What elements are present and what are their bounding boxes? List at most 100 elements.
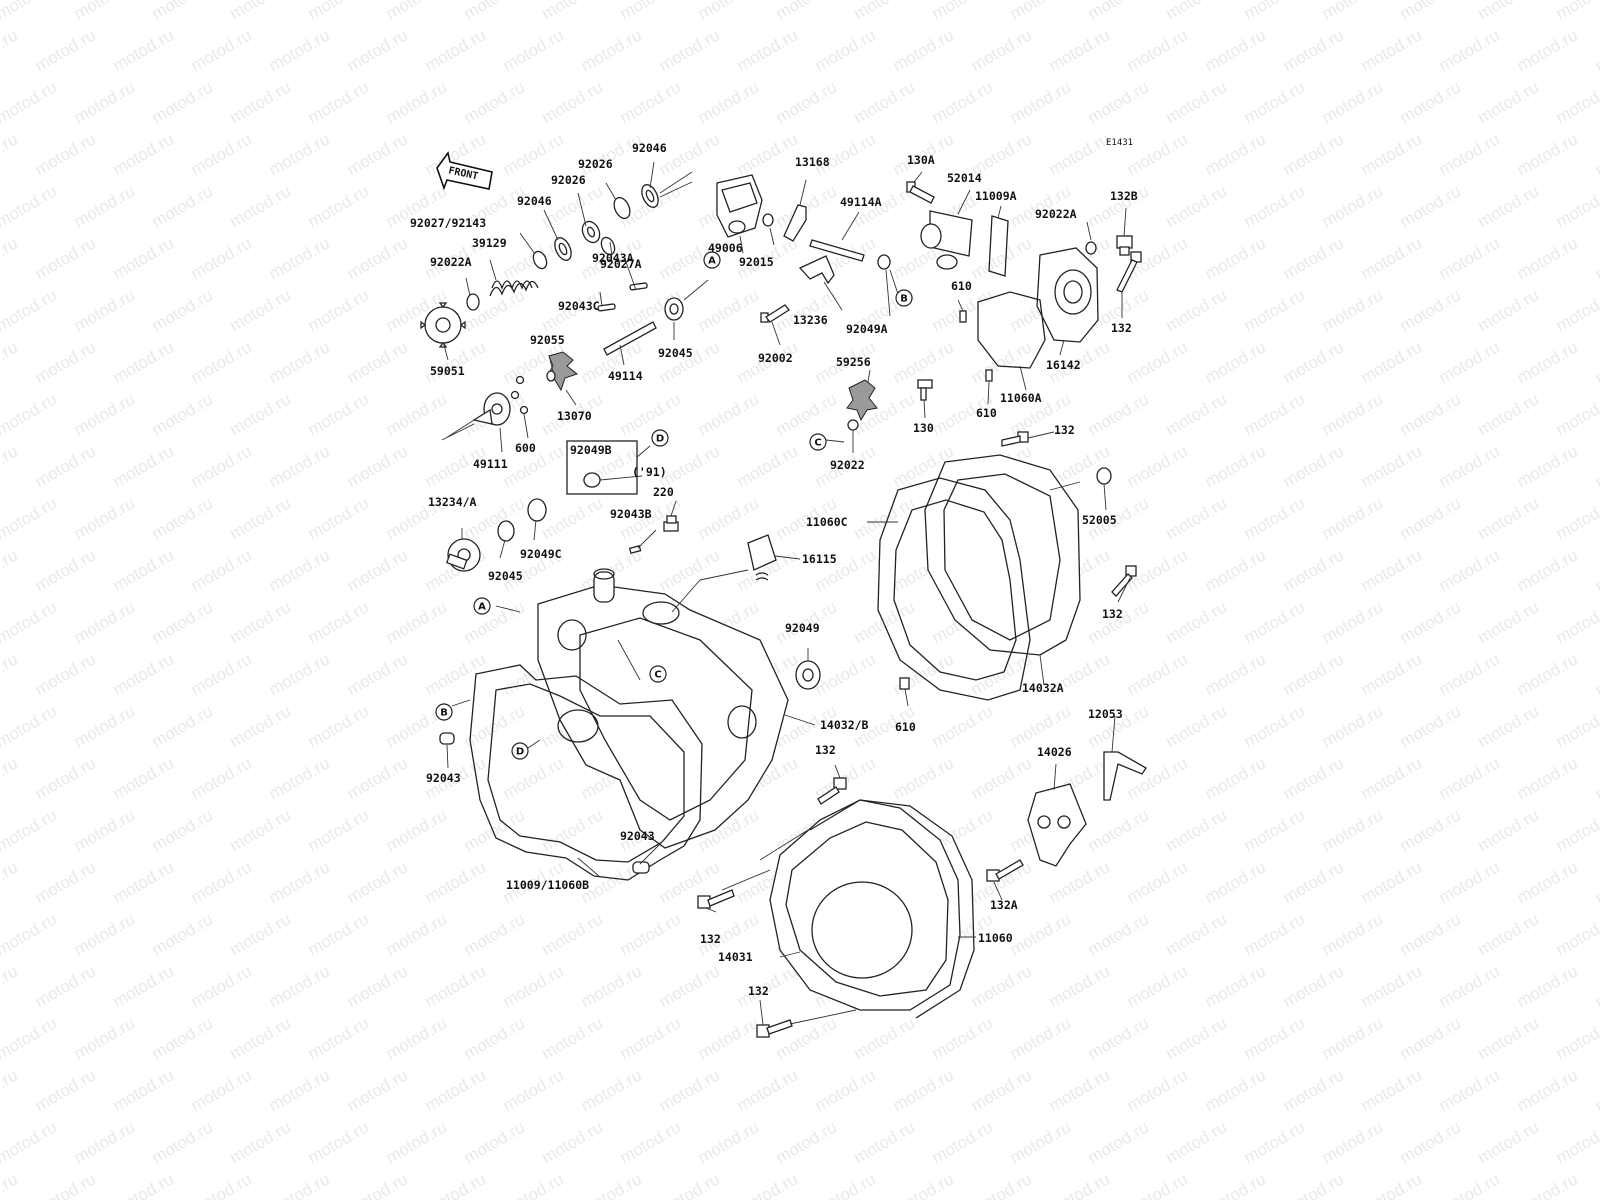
part-label: 92046: [632, 141, 667, 155]
part-label: 132: [748, 984, 769, 998]
watermark-text: motod.ru: [266, 1169, 334, 1200]
watermark-text: motod.ru: [305, 1013, 373, 1063]
watermark-text: motod.ru: [0, 441, 21, 491]
watermark-text: motod.ru: [110, 753, 178, 803]
part-label: 92049A: [846, 322, 888, 336]
part-label: 92027/92143: [410, 216, 486, 230]
watermark-text: motod.ru: [812, 649, 880, 699]
watermark-text: motod.ru: [305, 181, 373, 231]
watermark-text: motod.ru: [1592, 129, 1600, 179]
watermark-text: motod.ru: [1163, 701, 1231, 751]
watermark-text: motod.ru: [344, 545, 412, 595]
watermark-text: motod.ru: [1241, 597, 1309, 647]
watermark-text: motod.ru: [1085, 1117, 1153, 1167]
watermark-text: motod.ru: [890, 1065, 958, 1115]
watermark-text: motod.ru: [1202, 1065, 1270, 1115]
watermark-text: motod.ru: [539, 0, 607, 23]
watermark-text: motod.ru: [227, 805, 295, 855]
watermark-text: motod.ru: [71, 77, 139, 127]
watermark-text: motod.ru: [1007, 1117, 1075, 1167]
watermark-text: motod.ru: [1280, 1065, 1348, 1115]
watermark-text: motod.ru: [188, 545, 256, 595]
watermark-text: motod.ru: [1280, 25, 1348, 75]
watermark-text: motod.ru: [149, 493, 217, 543]
watermark-text: motod.ru: [734, 25, 802, 75]
watermark-text: motod.ru: [1202, 961, 1270, 1011]
watermark-text: motod.ru: [1124, 441, 1192, 491]
watermark-text: motod.ru: [1046, 129, 1114, 179]
part-label: 39129: [472, 236, 507, 250]
watermark-text: motod.ru: [422, 1169, 490, 1200]
watermark-text: motod.ru: [188, 857, 256, 907]
callout-letter: A: [708, 256, 716, 267]
watermark-text: motod.ru: [1319, 805, 1387, 855]
watermark-text: motod.ru: [1436, 649, 1504, 699]
watermark-text: motod.ru: [344, 961, 412, 1011]
watermark-text: motod.ru: [1475, 285, 1543, 335]
watermark-text: motod.ru: [1475, 1117, 1543, 1167]
watermark-text: motod.ru: [1202, 25, 1270, 75]
watermark-text: motod.ru: [1241, 181, 1309, 231]
callout-marker: B: [435, 703, 453, 721]
watermark-text: motod.ru: [188, 129, 256, 179]
watermark-text: motod.ru: [1280, 961, 1348, 1011]
watermark-text: motod.ru: [968, 233, 1036, 283]
watermark-text: motod.ru: [1085, 597, 1153, 647]
watermark-text: motod.ru: [266, 337, 334, 387]
watermark-text: motod.ru: [422, 25, 490, 75]
callout-letter: B: [440, 708, 448, 719]
watermark-text: motod.ru: [968, 961, 1036, 1011]
watermark-text: motod.ru: [1046, 1065, 1114, 1115]
watermark-text: motod.ru: [1436, 441, 1504, 491]
watermark-text: motod.ru: [71, 0, 139, 23]
watermark-text: motod.ru: [227, 1013, 295, 1063]
watermark-text: motod.ru: [1592, 337, 1600, 387]
part-label: 49114: [608, 369, 643, 383]
watermark-text: motod.ru: [149, 805, 217, 855]
watermark-text: motod.ru: [1202, 857, 1270, 907]
callout-marker: D: [511, 742, 529, 760]
watermark-text: motod.ru: [71, 1117, 139, 1167]
part-label: 92043A: [592, 251, 634, 265]
watermark-text: motod.ru: [1007, 77, 1075, 127]
part-label: 11060: [978, 931, 1013, 945]
watermark-text: motod.ru: [1280, 753, 1348, 803]
watermark-text: motod.ru: [695, 389, 763, 439]
watermark-text: motod.ru: [149, 181, 217, 231]
watermark-text: motod.ru: [1475, 77, 1543, 127]
watermark-text: motod.ru: [1475, 389, 1543, 439]
part-label: 132: [1054, 423, 1075, 437]
watermark-text: motod.ru: [32, 441, 100, 491]
watermark-text: motod.ru: [1475, 805, 1543, 855]
watermark-text: motod.ru: [695, 1117, 763, 1167]
watermark-text: motod.ru: [1085, 0, 1153, 23]
watermark-text: motod.ru: [1319, 701, 1387, 751]
watermark-text: motod.ru: [812, 1169, 880, 1200]
watermark-text: motod.ru: [305, 0, 373, 23]
watermark-text: motod.ru: [539, 909, 607, 959]
watermark-text: motod.ru: [383, 77, 451, 127]
watermark-text: motod.ru: [1358, 233, 1426, 283]
watermark-text: motod.ru: [1397, 181, 1465, 231]
watermark-text: motod.ru: [188, 1169, 256, 1200]
watermark-text: motod.ru: [1553, 389, 1600, 439]
watermark-text: motod.ru: [1319, 1013, 1387, 1063]
watermark-text: motod.ru: [1085, 1013, 1153, 1063]
diagram-code: E1431: [1106, 138, 1133, 148]
watermark-text: motod.ru: [266, 649, 334, 699]
watermark-text: motod.ru: [110, 961, 178, 1011]
watermark-text: motod.ru: [1280, 441, 1348, 491]
watermark-text: motod.ru: [500, 25, 568, 75]
watermark-text: motod.ru: [1475, 1013, 1543, 1063]
part-label: 92015: [739, 255, 774, 269]
watermark-text: motod.ru: [149, 1117, 217, 1167]
watermark-text: motod.ru: [695, 77, 763, 127]
watermark-text: motod.ru: [71, 181, 139, 231]
watermark-text: motod.ru: [1553, 0, 1600, 23]
watermark-text: motod.ru: [968, 337, 1036, 387]
watermark-text: motod.ru: [695, 0, 763, 23]
watermark-text: motod.ru: [1475, 597, 1543, 647]
watermark-text: motod.ru: [1475, 493, 1543, 543]
watermark-text: motod.ru: [0, 805, 60, 855]
